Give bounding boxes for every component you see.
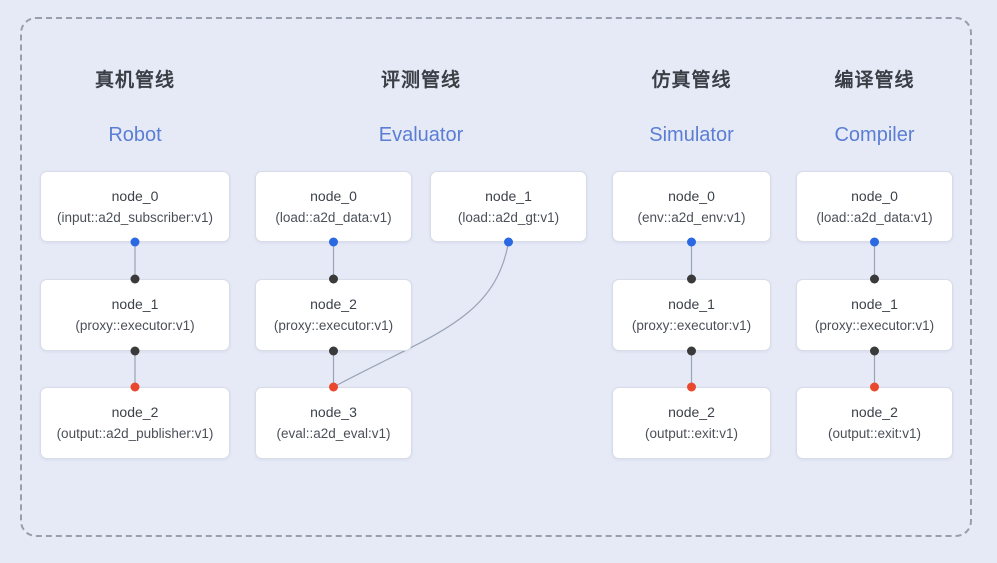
pipeline-title-en-compiler: Compiler (834, 124, 915, 146)
node-impl: (proxy::executor:v1) (273, 318, 394, 333)
node-title: node_1 (485, 187, 532, 204)
node-impl: (eval::a2d_eval:v1) (276, 426, 391, 441)
node-impl: (load::a2d_gt:v1) (457, 209, 560, 225)
node-impl: (proxy::executor:v1) (631, 318, 752, 333)
node-title: node_3 (310, 404, 357, 420)
node-impl: (output::exit:v1) (827, 426, 922, 441)
node-title: node_1 (111, 296, 159, 312)
node-simulator-0: node_0 (env::a2d_env:v1) (612, 171, 771, 242)
pipeline-title-zh-simulator: 仿真管线 (651, 70, 732, 91)
node-robot-0: node_0 (input::a2d_subscriber:v1) (40, 171, 230, 242)
node-evaluator-0: node_0 (load::a2d_data:v1) (255, 171, 412, 242)
node-title: node_0 (111, 187, 159, 204)
pipeline-title-zh-compiler: 编译管线 (834, 70, 915, 91)
pipeline-title-zh-evaluator: 评测管线 (380, 70, 461, 91)
node-title: node_0 (668, 187, 715, 204)
node-evaluator-2: node_2 (proxy::executor:v1) (255, 279, 412, 351)
node-robot-1: node_1 (proxy::executor:v1) (40, 279, 230, 351)
node-title: node_2 (851, 404, 898, 420)
pipeline-title-en-simulator: Simulator (649, 124, 734, 146)
node-compiler-2: node_2 (output::exit:v1) (796, 387, 953, 459)
node-compiler-1: node_1 (proxy::executor:v1) (796, 279, 953, 351)
node-evaluator-3: node_3 (eval::a2d_eval:v1) (255, 387, 412, 459)
node-impl: (load::a2d_data:v1) (275, 209, 392, 225)
node-impl: (output::a2d_publisher:v1) (56, 426, 214, 441)
node-impl: (proxy::executor:v1) (75, 318, 195, 333)
node-impl: (output::exit:v1) (644, 426, 739, 441)
node-title: node_2 (111, 404, 159, 420)
pipeline-title-zh-robot: 真机管线 (94, 70, 175, 91)
pipeline-title-en-evaluator: Evaluator (378, 124, 464, 146)
node-impl: (env::a2d_env:v1) (637, 209, 746, 225)
node-title: node_0 (851, 187, 898, 204)
dashed-frame (20, 17, 972, 537)
node-impl: (proxy::executor:v1) (814, 318, 935, 333)
node-robot-2: node_2 (output::a2d_publisher:v1) (40, 387, 230, 459)
node-title: node_1 (851, 296, 898, 312)
node-title: node_0 (310, 187, 357, 204)
node-impl: (load::a2d_data:v1) (816, 209, 933, 225)
node-title: node_2 (310, 296, 357, 312)
node-evaluator-1: node_1 (load::a2d_gt:v1) (430, 171, 587, 242)
node-compiler-0: node_0 (load::a2d_data:v1) (796, 171, 953, 242)
node-impl: (input::a2d_subscriber:v1) (56, 209, 214, 225)
node-title: node_2 (668, 404, 715, 420)
node-title: node_1 (668, 296, 715, 312)
pipeline-title-en-robot: Robot (108, 124, 162, 146)
node-simulator-1: node_1 (proxy::executor:v1) (612, 279, 771, 351)
node-simulator-2: node_2 (output::exit:v1) (612, 387, 771, 459)
